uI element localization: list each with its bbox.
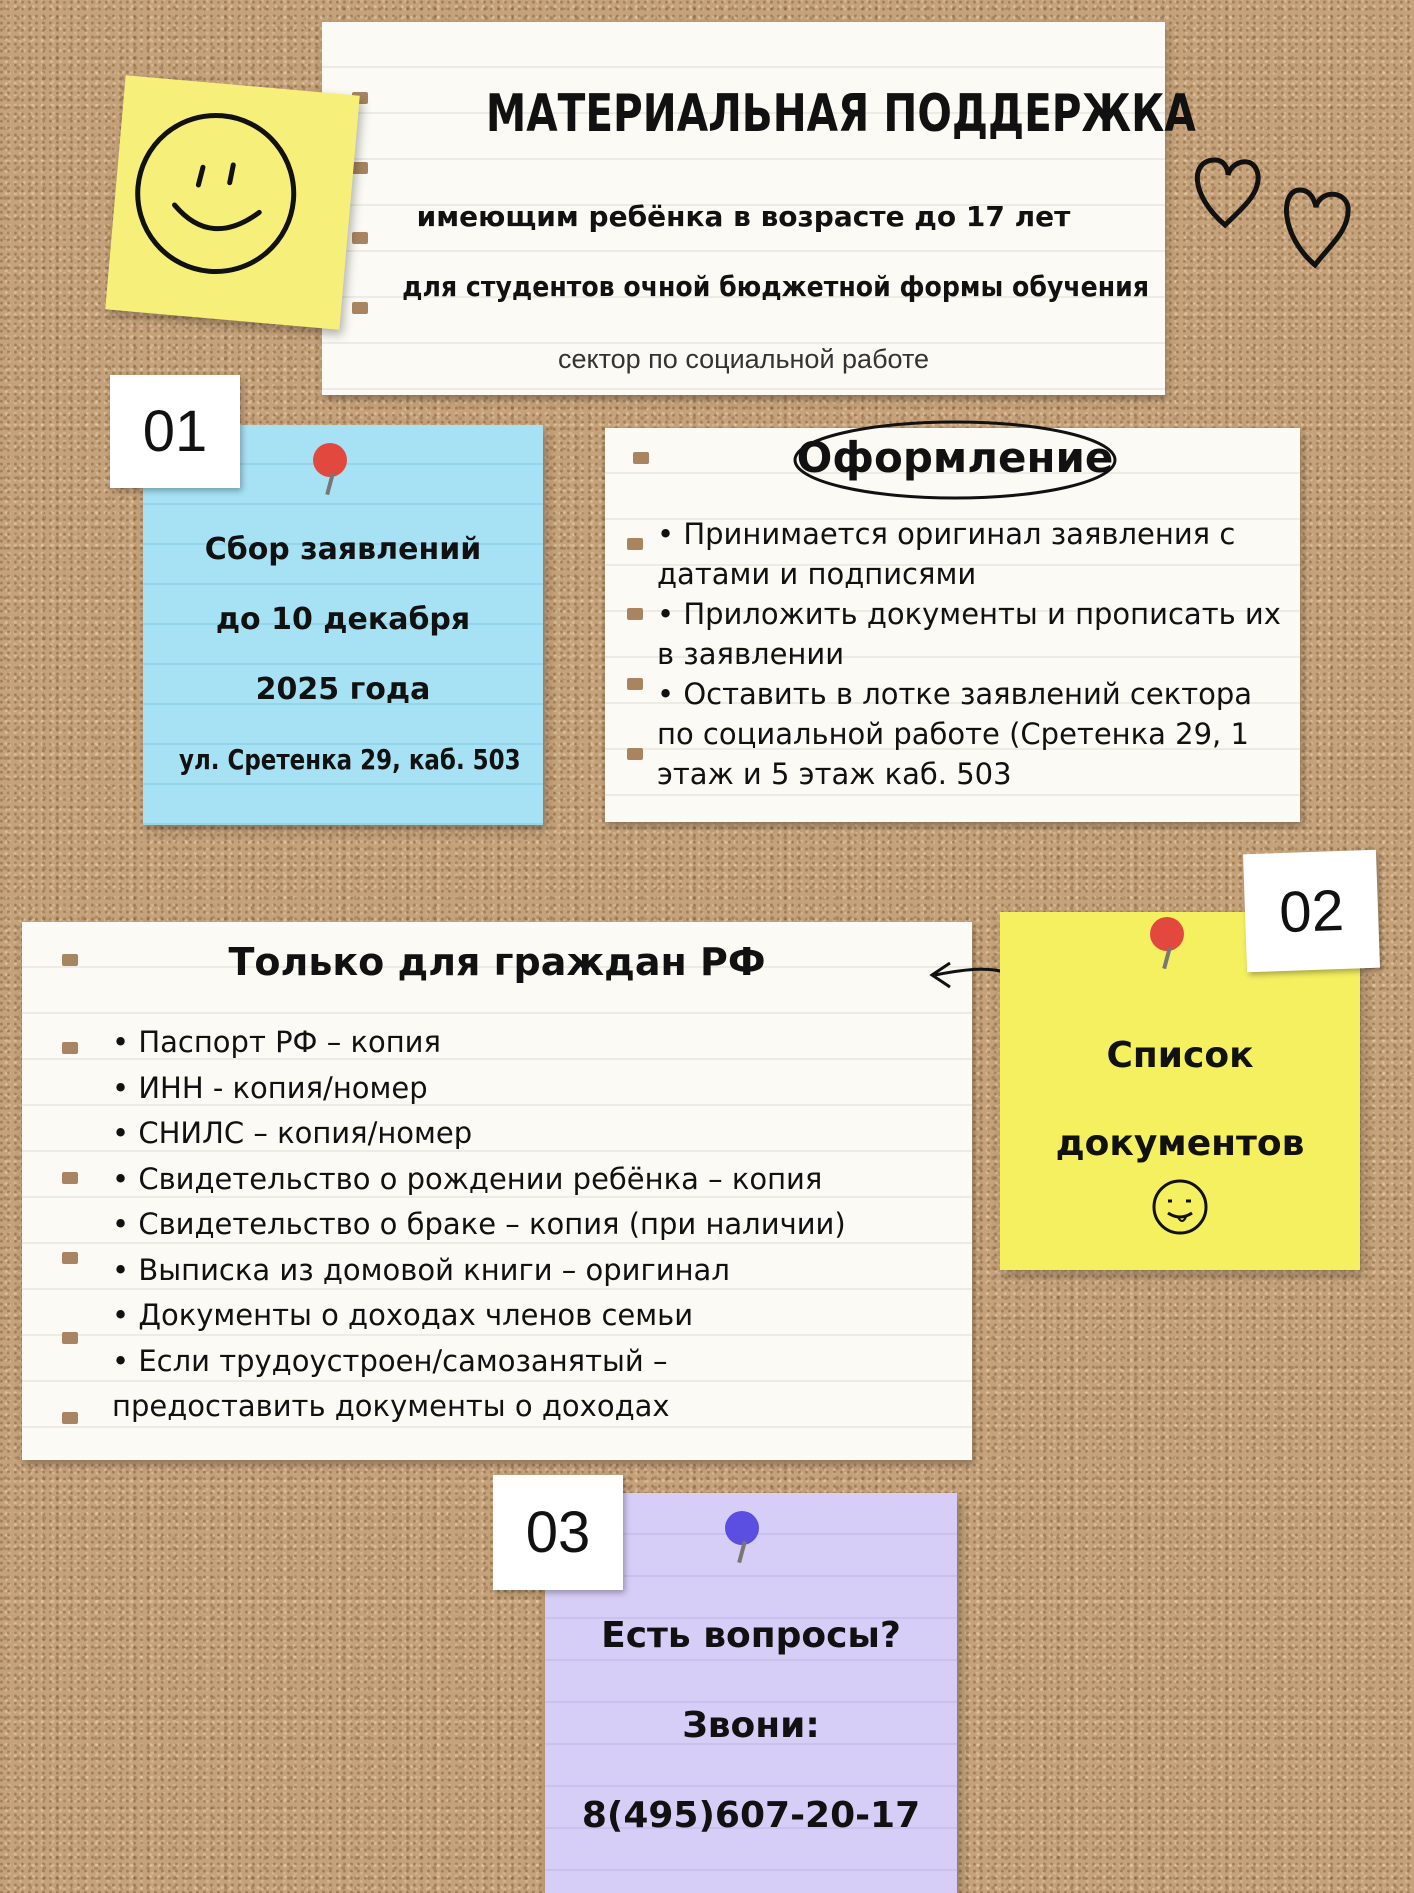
registration-item: • Оставить в лотке заявлений сектора по … bbox=[657, 677, 1253, 791]
contact-call-label: Звони: bbox=[682, 1705, 820, 1746]
header-card: МАТЕРИАЛЬНАЯ ПОДДЕРЖКА имеющим ребёнка в… bbox=[322, 22, 1196, 395]
step-number-03: 03 bbox=[493, 1475, 623, 1590]
hearts-icon bbox=[1194, 157, 1351, 269]
page-title: МАТЕРИАЛЬНАЯ ПОДДЕРЖКА bbox=[485, 84, 1196, 144]
deadline-line: ул. Сретенка 29, каб. 503 bbox=[179, 743, 521, 776]
contact-phone[interactable]: 8(495)607-20-17 bbox=[581, 1795, 921, 1836]
deadline-line: до 10 декабря bbox=[215, 602, 471, 637]
subtitle-age: имеющим ребёнка в возрасте до 17 лет bbox=[416, 200, 1071, 233]
document-item: • Свидетельство о браке – копия (при нал… bbox=[112, 1207, 846, 1241]
subtitle-sector: сектор по социальной работе bbox=[557, 344, 930, 374]
document-item: • Если трудоустроен/самозанятый – предос… bbox=[112, 1343, 670, 1424]
deadline-sticky-note: Сбор заявлений до 10 декабря 2025 года у… bbox=[143, 425, 543, 825]
registration-item: • Приложить документы и прописать их в з… bbox=[657, 597, 1281, 671]
contact-question: Есть вопросы? bbox=[601, 1615, 901, 1656]
document-item: • Выписка из домовой книги – оригинал bbox=[112, 1252, 730, 1287]
registration-title: Оформление bbox=[796, 433, 1114, 482]
deadline-line: Сбор заявлений bbox=[204, 532, 482, 567]
blue-pin-icon bbox=[725, 1511, 759, 1545]
registration-card: Оформление • Принимается оригинал заявле… bbox=[605, 420, 1300, 822]
smiley-icon bbox=[135, 113, 297, 275]
subtitle-students: для студентов очной бюджетной формы обуч… bbox=[402, 270, 1150, 303]
step-number-02: 02 bbox=[1242, 849, 1381, 973]
document-item: • Документы о доходах членов семьи bbox=[112, 1298, 694, 1332]
deadline-line: 2025 года bbox=[255, 672, 431, 707]
document-item: • ИНН - копия/номер bbox=[112, 1070, 428, 1105]
step-number-01: 01 bbox=[110, 375, 240, 488]
red-pin-icon bbox=[313, 443, 347, 477]
sticky-line: Список bbox=[1106, 1035, 1254, 1076]
document-item: • Паспорт РФ – копия bbox=[112, 1025, 441, 1059]
registration-item: • Принимается оригинал заявления с датам… bbox=[657, 517, 1236, 591]
documents-title: Только для граждан РФ bbox=[228, 940, 766, 984]
documents-card: Только для граждан РФ • Паспорт РФ – коп… bbox=[22, 922, 972, 1460]
document-item: • СНИЛС – копия/номер bbox=[112, 1116, 473, 1150]
sticky-line: документов bbox=[1055, 1123, 1305, 1164]
tongue-smiley-icon bbox=[1152, 1179, 1208, 1235]
document-list-sticky-note: Список документов bbox=[1000, 912, 1360, 1270]
document-item: • Свидетельство о рождении ребёнка – коп… bbox=[112, 1161, 823, 1196]
red-pin-icon bbox=[1150, 917, 1184, 951]
title-ellipse bbox=[793, 420, 1117, 500]
smiley-sticky-note bbox=[105, 75, 360, 330]
